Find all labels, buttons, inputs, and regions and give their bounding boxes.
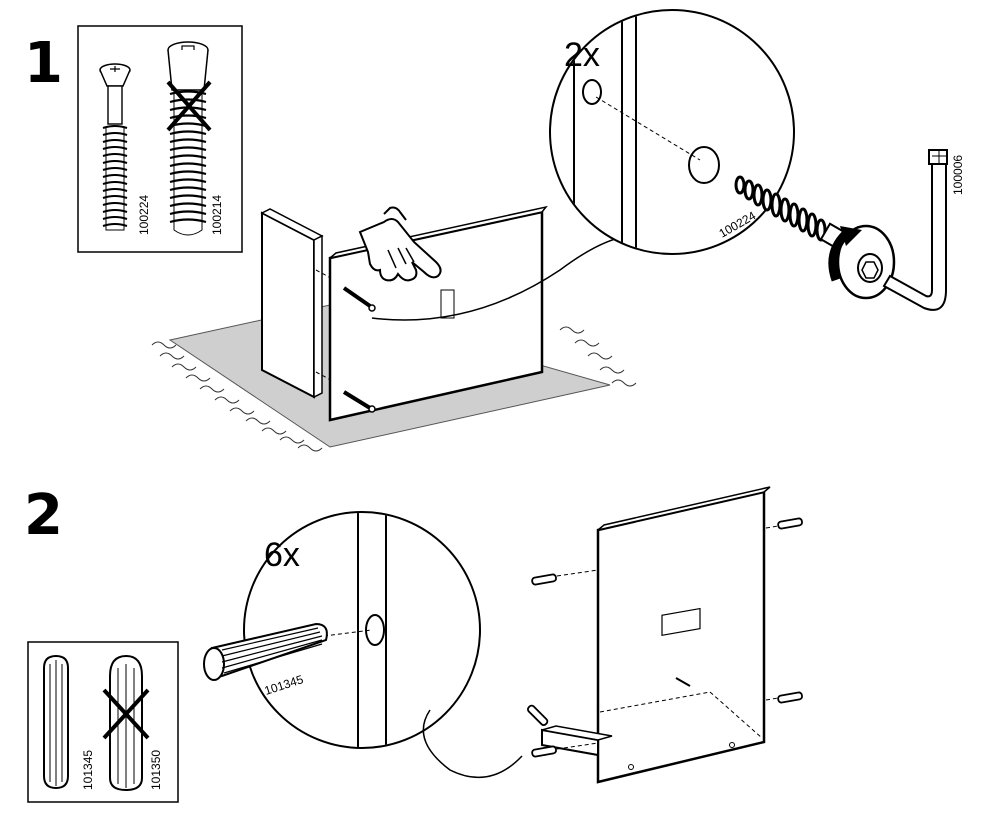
step-1-parts-box: 100224 100214: [77, 25, 243, 253]
part-code-100214: 100214: [210, 195, 224, 235]
part-code-101350: 101350: [149, 750, 163, 790]
dowel-101350-icon: [109, 654, 143, 792]
tool-part-code: 100006: [951, 155, 965, 195]
step-2-number: 2: [24, 483, 63, 548]
step-2-detail-circle: [243, 511, 481, 749]
screw-icon: [342, 286, 376, 413]
cross-icon: [102, 688, 150, 740]
hand-pointing-icon: [358, 206, 442, 282]
rotate-arrow-icon: [828, 226, 862, 282]
step-1-number: 1: [24, 31, 63, 96]
dowel-icon: [527, 517, 803, 758]
part-code-101345: 101345: [81, 750, 95, 790]
cross-icon: [166, 80, 212, 132]
dowel-101345-icon: [43, 654, 69, 790]
allen-key-icon: [882, 149, 948, 311]
dowel-detail-icon: [203, 622, 328, 681]
step-2-quantity: 6x: [264, 536, 300, 574]
step-2-parts-box: 101345 101350: [27, 641, 179, 803]
step-1-quantity: 2x: [564, 36, 600, 74]
screw-100224-icon: [99, 63, 131, 231]
part-code-100224: 100224: [137, 195, 151, 235]
side-panel: [260, 208, 324, 399]
panel-with-shelf: [541, 486, 771, 784]
screw-detail-icon: [734, 175, 896, 300]
step-1-detail-circle: [549, 9, 795, 255]
